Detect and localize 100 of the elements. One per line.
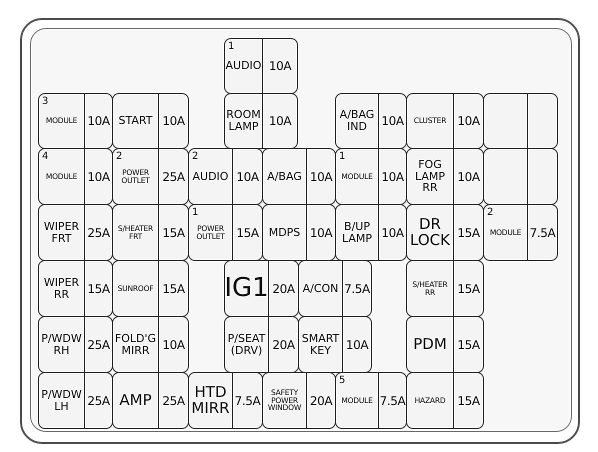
fuse-slot [335,93,407,149]
fuse-rating: 7.5A [344,282,370,296]
fuse-rating: 10A [381,114,404,128]
fuse-rating: 15A [457,226,480,240]
fuse-rating: 10A [381,226,404,240]
fuse-name: START [118,115,152,127]
fuse-rating: 10A [381,170,404,184]
fuse-number: 2 [116,151,122,162]
fuse-name: HTD MIRR [190,384,231,416]
fuse-rating: 25A [162,394,185,408]
fuse-slot [112,204,189,261]
fuse-rating: 25A [87,226,110,240]
fuse-name: PDM [413,336,447,352]
fuse-name: IG1 [224,274,269,302]
fuse-slot [112,372,189,429]
fuse-rating: 15A [87,282,110,296]
fuse-slot [406,148,484,205]
fuse-rating: 10A [87,170,110,184]
fuse-rating: 15A [162,282,185,296]
fuse-rating: 25A [87,394,110,408]
fuse-name: A/CON [302,282,338,294]
fuse-rating: 20A [272,282,295,296]
fuse-number: 2 [192,151,198,162]
fuse-name: A/BAG IND [338,109,376,133]
fuse-number: 4 [42,151,48,162]
fuse-slot [335,148,407,205]
fuse-slot [262,372,336,429]
fuse-slot [188,148,263,205]
fuse-slot [335,372,407,429]
fuse-slot [406,260,484,317]
fuse-rating: 25A [87,338,110,352]
fuse-rating: 15A [457,338,480,352]
fuse-slot [298,260,372,317]
fuse-name: WIPER RR [42,276,80,300]
fuse-slot [262,204,336,261]
fuse-rating: 10A [162,114,185,128]
fuse-name: B/UP LAMP [340,220,374,244]
fuse-number: 1 [339,151,346,162]
fuse-rating: 10A [162,338,185,352]
fuse-name: P/WDW RH [40,332,83,356]
fuse-rating: 15A [236,226,259,240]
fuse-rating: 10A [310,170,332,184]
fuse-rating: 10A [310,226,332,240]
fuse-name: MDPS [268,226,300,238]
fuse-slot [406,372,484,429]
fuse-rating: 15A [457,394,480,408]
fuse-name: AUDIO [226,60,262,72]
fuse-name: P/WDW LH [40,388,83,412]
fuse-rating: 10A [457,170,480,184]
fuse-slot [112,148,189,205]
fuse-rating: 10A [87,114,110,128]
fuse-slot [38,93,113,149]
fuse-name: SMART KEY [300,332,340,356]
fuse-rating: 20A [272,338,295,352]
fuse-name: ROOM LAMP [225,109,262,133]
fuse-number: 5 [339,375,346,386]
fuse-slot [224,93,298,149]
fuse-rating: 7.5A [234,394,260,408]
fuse-slot [112,93,189,149]
fuse-number: 2 [487,207,494,218]
fuse-rating: 10A [346,338,368,352]
fuse-rating: 10A [236,170,259,184]
fuse-rating: 7.5A [530,226,556,240]
fuse-slot [406,93,484,149]
fuse-rating: 10A [268,114,292,128]
fuse-rating: 25A [162,170,185,184]
fuse-slot [188,204,263,261]
fuse-name: A/BAG [267,170,302,182]
fuse-slot [262,148,336,205]
fuse-slot [406,204,484,261]
fuse-slot [224,38,298,94]
fuse-slot [406,316,484,373]
fuse-name: DR LOCK [409,216,451,248]
fuse-rating: 15A [162,226,185,240]
fuse-name: AMP [119,392,152,408]
fuse-rating: 20A [310,394,332,408]
fuse-slot [483,204,558,261]
fuse-slot [224,316,299,373]
fuse-slot [38,260,113,317]
fuse-name: FOG LAMP RR [414,159,446,194]
fuse-rating: 7.5A [380,394,406,408]
fuse-slot [112,260,189,317]
fuse-slot [38,148,113,205]
fuse-name: P/SEAT (DRV) [226,332,266,356]
fuse-slot [38,204,113,261]
fuse-slot [188,372,263,429]
fuse-number: 3 [42,96,48,107]
fuse-rating: 10A [268,59,292,73]
fuse-slot [335,204,407,261]
fuse-name: AUDIO [192,170,228,182]
fuse-number: 1 [228,41,234,52]
fuse-number: 1 [192,207,198,218]
fuse-rating: 15A [457,282,480,296]
fuse-slot [38,372,113,429]
fuse-slot [298,316,372,373]
fuse-name: WIPER FRT [42,220,80,244]
fuse-rating: 10A [457,114,480,128]
fuse-slot [38,316,113,373]
fuse-name: FOLD'G MIRR [114,332,158,356]
fuse-slot [224,260,299,317]
